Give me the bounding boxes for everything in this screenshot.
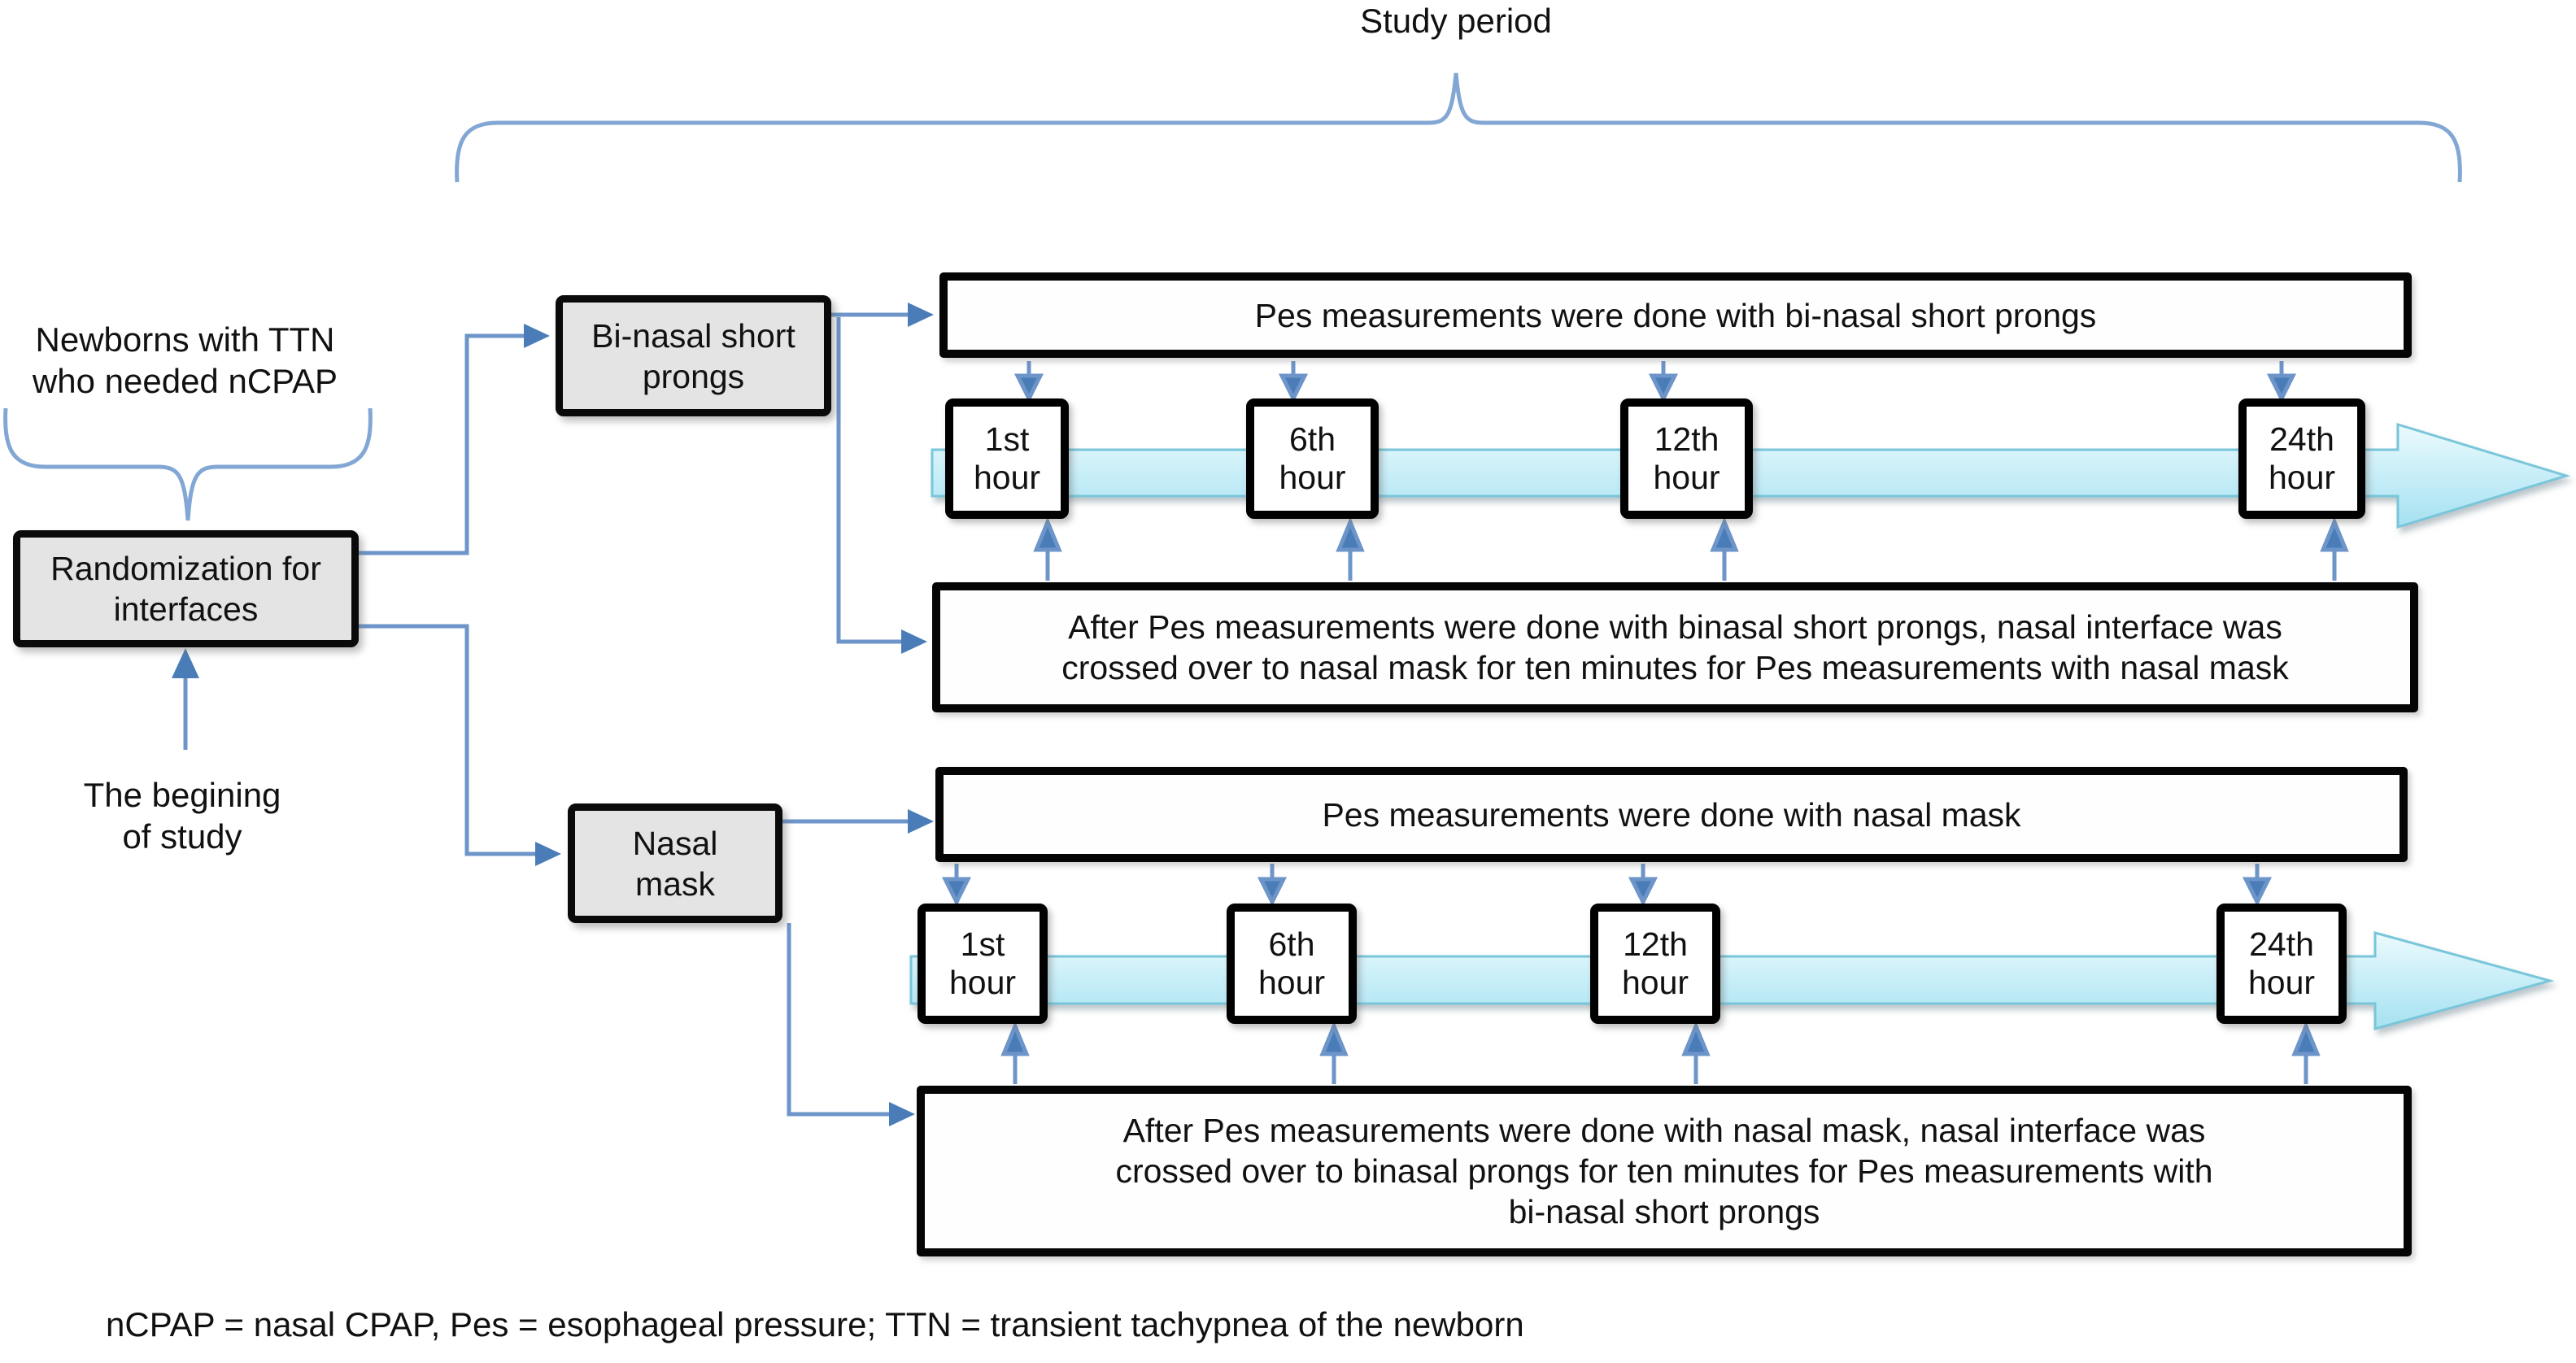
- population-label-line2: who needed nCPAP: [32, 362, 338, 400]
- timepoint-label: hour: [2268, 459, 2336, 496]
- timepoint-box-12th-hour-top: 12th hour: [1620, 398, 1753, 519]
- nasal-mask-box: Nasal mask: [568, 803, 782, 923]
- study-period-label: Study period: [1360, 2, 1552, 40]
- timepoint-label: 12th: [1623, 925, 1688, 963]
- binasal-prongs-box: Bi-nasal short prongs: [556, 295, 831, 416]
- crossover-binasal-line2: crossed over to nasal mask for ten minut…: [1061, 649, 2289, 686]
- randomization-line1: Randomization for: [50, 550, 321, 587]
- population-brace: [3, 407, 373, 521]
- crossover-binasal-line1: After Pes measurements were done with bi…: [1068, 608, 2282, 646]
- timepoint-label: 1st: [960, 925, 1005, 963]
- timepoint-label: hour: [2247, 964, 2316, 1001]
- crossover-box-mask: After Pes measurements were done with na…: [917, 1086, 2412, 1256]
- timepoint-box-1st-hour-top: 1st hour: [945, 398, 1069, 519]
- timepoint-box-24th-hour-bottom: 24th hour: [2216, 904, 2347, 1024]
- crossover-mask-line1: After Pes measurements were done with na…: [1122, 1112, 2206, 1149]
- timepoint-label: 1st: [984, 420, 1030, 458]
- pes-measurement-box-mask: Pes measurements were done with nasal ma…: [935, 767, 2408, 862]
- pes-measurement-box-binasal: Pes measurements were done with bi-nasal…: [939, 272, 2412, 358]
- measure-arrows-top-down: [1013, 361, 2297, 403]
- begin-of-study-line1: The begining: [83, 776, 281, 814]
- randomization-box: Randomization for interfaces: [13, 530, 359, 647]
- population-label: Newborns with TTN who needed nCPAP: [24, 319, 346, 402]
- timepoint-box-6th-hour-bottom: 6th hour: [1227, 904, 1357, 1024]
- abbreviations-footnote: nCPAP = nasal CPAP, Pes = esophageal pre…: [106, 1305, 1524, 1343]
- measure-arrows-top-up: [1033, 516, 2349, 581]
- crossover-mask-line3: bi-nasal short prongs: [1508, 1193, 1820, 1230]
- begin-of-study-label: The begining of study: [33, 774, 332, 857]
- timepoint-label: hour: [973, 459, 1041, 496]
- pes-measurement-text-mask: Pes measurements were done with nasal ma…: [1322, 795, 2021, 834]
- nasal-mask-line1: Nasal: [632, 824, 718, 862]
- crossover-mask-line2: crossed over to binasal prongs for ten m…: [1115, 1152, 2213, 1190]
- timepoint-box-24th-hour-top: 24th hour: [2238, 398, 2365, 519]
- nasal-mask-line2: mask: [635, 864, 715, 903]
- pes-measurement-text-binasal: Pes measurements were done with bi-nasal…: [1254, 296, 2097, 334]
- connector-binasal-to-after: [836, 317, 903, 644]
- population-label-line1: Newborns with TTN: [35, 320, 335, 359]
- timepoint-label: hour: [1279, 459, 1346, 496]
- connector-rand-to-nasal: [359, 624, 537, 856]
- crossover-box-binasal: After Pes measurements were done with bi…: [932, 582, 2418, 712]
- timepoint-label: hour: [948, 964, 1017, 1001]
- timepoint-label: 6th: [1268, 925, 1315, 963]
- randomization-line2: interfaces: [113, 590, 259, 628]
- timepoint-box-6th-hour-top: 6th hour: [1246, 398, 1379, 519]
- study-period-brace: [455, 72, 2462, 183]
- connector-rand-to-binasal: [359, 333, 525, 555]
- timepoint-label: hour: [1621, 964, 1689, 1001]
- timepoint-box-1st-hour-bottom: 1st hour: [918, 904, 1048, 1024]
- timepoint-label: 6th: [1289, 420, 1336, 458]
- timepoint-label: 24th: [2269, 420, 2334, 458]
- binasal-prongs-line1: Bi-nasal short: [591, 316, 795, 355]
- timepoint-label: 12th: [1654, 420, 1720, 458]
- timepoint-label: 24th: [2249, 925, 2314, 963]
- measure-arrows-bottom-down: [941, 864, 2273, 907]
- connector-arrowheads: [172, 303, 934, 1126]
- measure-arrows-bottom-up: [1000, 1021, 2321, 1084]
- timepoint-label: hour: [1257, 964, 1326, 1001]
- connector-nasal-to-after: [787, 923, 891, 1117]
- binasal-prongs-line2: prongs: [642, 357, 745, 395]
- timepoint-label: hour: [1653, 459, 1720, 496]
- timepoint-box-12th-hour-bottom: 12th hour: [1590, 904, 1720, 1024]
- begin-of-study-line2: of study: [122, 817, 242, 856]
